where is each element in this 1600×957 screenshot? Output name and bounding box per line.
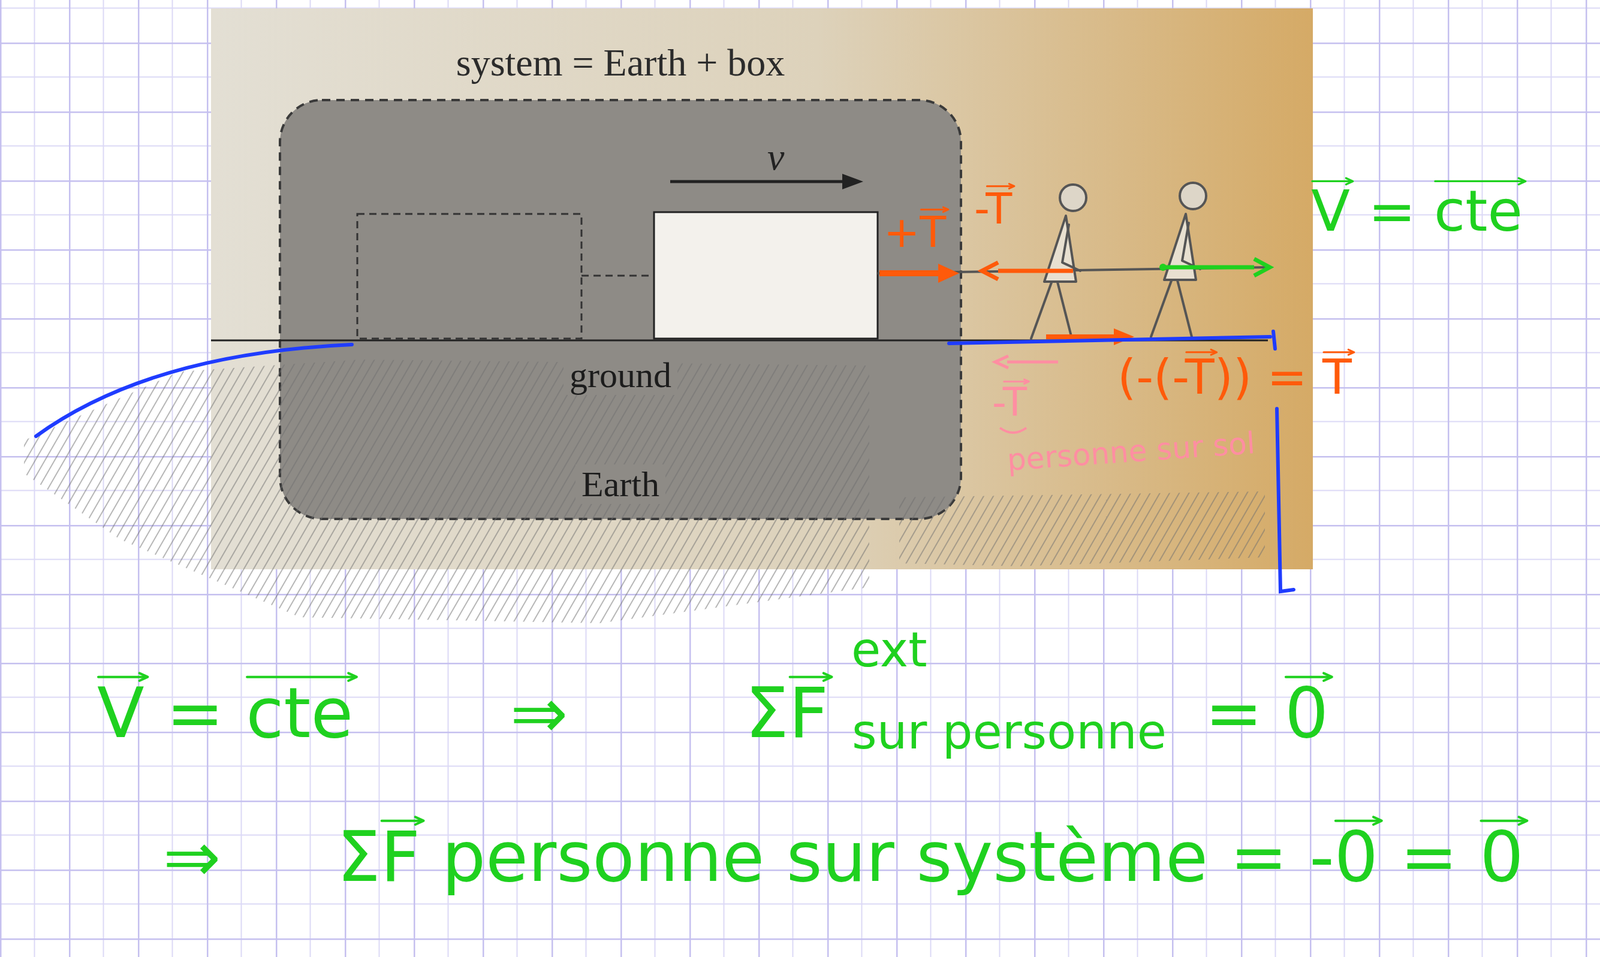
handwritten-equation-wrap: ΣF (745, 675, 829, 752)
person (1031, 184, 1087, 339)
vector-arrow (98, 676, 145, 679)
vector-arrow (1312, 180, 1351, 183)
person-head (1179, 182, 1207, 210)
superscript: ext (851, 624, 928, 677)
vector-arrowhead (348, 673, 357, 682)
implies-symbol: ⇒ (510, 675, 568, 752)
handwritten-equation: V = cte (97, 675, 354, 752)
vector-arrowhead (1323, 673, 1333, 682)
person (1150, 182, 1207, 337)
vector-arrow (1186, 351, 1215, 354)
vector-arrowhead (1519, 817, 1528, 825)
system-heading: system = Earth + box (456, 41, 786, 84)
implies-symbol-wrap: ⇒ (163, 819, 221, 896)
underline-brace (999, 428, 1027, 433)
force-arrow (879, 270, 942, 277)
vector-arrowhead (1345, 178, 1353, 185)
pencil-shading (23, 359, 870, 624)
blue-marks (35, 331, 1294, 592)
force-arrows (879, 258, 1270, 433)
tension-label: -T (974, 185, 1012, 233)
vector-arrowhead (1023, 379, 1029, 384)
handwritten-equation: ΣF (745, 675, 829, 752)
vector-arrowhead (823, 673, 833, 682)
handwritten-equation: = 0 (1204, 675, 1329, 752)
force-arrow (1007, 360, 1059, 364)
vector-arrow (246, 676, 354, 679)
box (654, 212, 878, 339)
subscript-wrap: sur personne (851, 706, 1167, 759)
blue-curve (35, 344, 352, 437)
tension-label-wrap: -T (992, 381, 1027, 426)
handwritten-equation-wrap: V = cte (97, 675, 354, 752)
person-head (1059, 184, 1087, 212)
vector-arrow (1285, 676, 1329, 679)
velocity-arrow (670, 180, 846, 184)
vector-arrow (1335, 820, 1379, 823)
initial-box-outline (357, 214, 582, 339)
tension-label: +T (883, 208, 946, 256)
force-arrow (998, 269, 1074, 274)
earth-label: Earth (575, 464, 666, 505)
vector-arrowhead (1348, 349, 1355, 355)
pencil-shading (899, 491, 1265, 567)
superscript-wrap: ext (851, 624, 928, 677)
handwritten-equation-wrap: ΣF personne sur système = -0 = 0 (336, 819, 1524, 896)
handwritten-note-wrap: V = cte (1311, 179, 1523, 243)
velocity-symbol-wrap: v (767, 136, 785, 179)
handwritten-equation-wrap: = 0 (1204, 675, 1329, 752)
handwritten-equation: ΣF personne sur système = -0 = 0 (336, 819, 1524, 896)
ground-label: ground (563, 355, 678, 396)
handwritten-note-wrap: (-(-T)) = T (1117, 351, 1352, 405)
velocity-symbol: v (767, 136, 785, 179)
tension-label: -T (992, 381, 1027, 426)
pencil-shading (23, 359, 1265, 624)
force-arrowhead (1113, 328, 1135, 346)
velocity-arrow (1162, 265, 1255, 270)
force-arrowhead (981, 262, 999, 280)
person-arm (1062, 224, 1081, 271)
force-arrowhead (938, 263, 960, 283)
vector-arrowhead (139, 673, 149, 682)
handwritten-note: V = cte (1311, 179, 1523, 243)
vector-arrow (920, 208, 946, 211)
vector-arrow (1323, 351, 1352, 354)
vector-arrowhead (1210, 349, 1217, 355)
blue-line (1276, 408, 1294, 592)
velocity-arrowhead (842, 173, 864, 190)
handwritten-note: (-(-T)) = T (1117, 351, 1352, 405)
vector-arrow (986, 185, 1012, 188)
blue-line (1273, 331, 1276, 349)
vector-arrowhead (1008, 184, 1015, 189)
vector-arrowhead (1373, 817, 1382, 825)
vector-arrow (1004, 380, 1027, 383)
person-arm (1182, 223, 1201, 270)
vector-arrowhead (942, 207, 949, 213)
displacement-line (581, 275, 655, 277)
blue-line (948, 336, 1271, 344)
vector-arrowhead (415, 817, 424, 825)
force-arrowhead (995, 356, 1009, 369)
velocity-arrowhead (1254, 258, 1270, 276)
system-heading-row: system = Earth + box (278, 41, 963, 84)
implies-symbol-wrap: ⇒ (510, 675, 568, 752)
vector-arrow (1435, 180, 1523, 183)
implies-symbol: ⇒ (163, 819, 221, 896)
person-dress (1164, 214, 1196, 280)
vector-arrowhead (1518, 178, 1526, 185)
vector-arrow (1480, 820, 1524, 823)
vector-arrow (381, 820, 421, 823)
tension-label-wrap: -T (974, 185, 1012, 233)
subscript: sur personne (851, 706, 1167, 759)
tension-label-wrap: +T (883, 208, 946, 256)
vector-arrow (790, 676, 829, 679)
